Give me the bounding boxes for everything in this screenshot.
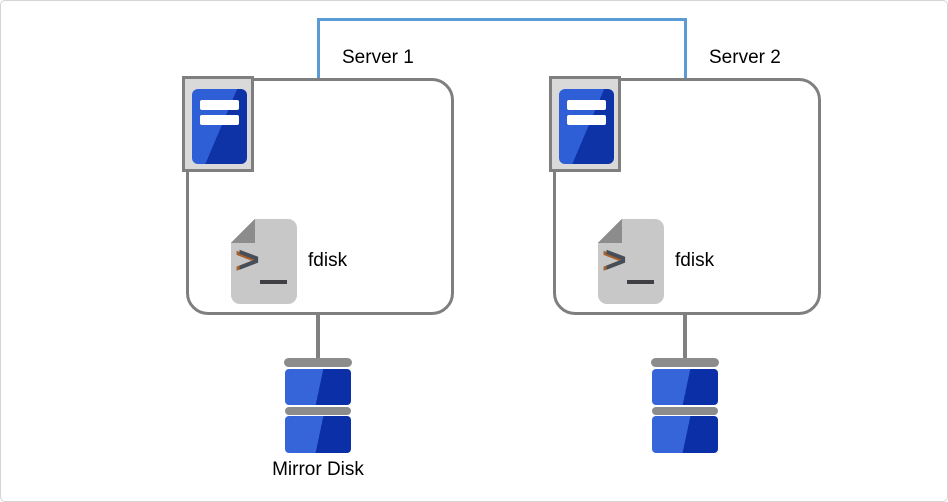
cursor-underscore: [260, 280, 287, 284]
terminal-script-icon: >: [598, 219, 664, 304]
server-tower-icon: [192, 89, 247, 164]
prompt-glyph: >: [238, 239, 260, 280]
server-tower-slot: [567, 115, 606, 125]
server-2-group: Server 2 > fdisk: [549, 46, 821, 486]
server-tower-slot: [200, 100, 239, 110]
interconnect-line-left-drop: [317, 18, 320, 78]
folded-corner: [598, 219, 622, 243]
server-1-disk-connector: [316, 315, 320, 360]
disk-segment: [285, 416, 351, 453]
disk-segment: [652, 369, 718, 405]
server-tower-icon: [559, 89, 614, 164]
prompt-glyph: >: [605, 239, 627, 280]
disk-segment: [285, 369, 351, 405]
cursor-underscore: [627, 280, 654, 284]
server-1-title: Server 1: [342, 47, 414, 68]
server-tower-icon-frame: [549, 76, 621, 172]
server-2-title: Server 2: [709, 47, 781, 68]
disk-segment: [652, 416, 718, 453]
disk-divider: [652, 407, 718, 415]
server-tower-icon-frame: [182, 76, 254, 172]
stacked-disk-icon: [284, 358, 352, 367]
server-2-disk-connector: [683, 315, 687, 360]
folded-corner: [231, 219, 255, 243]
terminal-script-icon: >: [231, 219, 297, 304]
interconnect-line-right-drop: [684, 18, 687, 78]
server-tower-slot: [200, 115, 239, 125]
stacked-disk-icon: [651, 358, 719, 367]
server-1-tool-label: fdisk: [308, 250, 348, 271]
server-tower-slot: [567, 100, 606, 110]
interconnect-line-horizontal: [317, 18, 687, 21]
server-2-box: [553, 78, 821, 315]
disk-divider: [285, 407, 351, 415]
server-1-group: Server 1 > fdisk Mirror Disk: [182, 46, 454, 486]
server-2-tool-label: fdisk: [675, 250, 715, 271]
mirror-disk-label: Mirror Disk: [272, 459, 364, 480]
